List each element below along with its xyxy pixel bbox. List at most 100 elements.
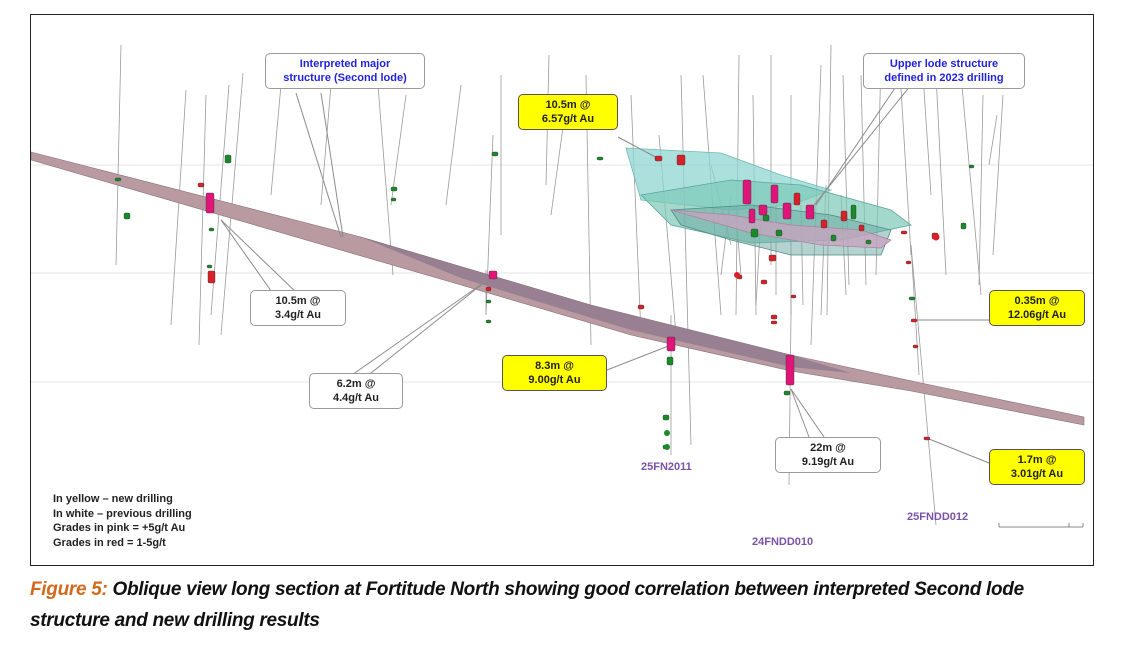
grade-intercept [488,270,498,280]
callout-line: structure (Second lode) [283,72,407,84]
callout-0-35m-12-06: 0.35m @ 12.06g/t Au [989,290,1085,326]
grade-intercept [208,227,215,232]
grade-intercept [840,210,848,222]
drill-trace [988,114,998,166]
grade-intercept [775,229,783,237]
grade-intercept [770,314,778,320]
grade-intercept [485,319,492,324]
grade-intercept [785,354,795,386]
grade-intercept [820,219,828,229]
grade-intercept [910,318,918,323]
grade-intercepts [114,151,975,450]
callout-1-7m-3-01: 1.7m @ 3.01g/t Au [989,449,1085,485]
grade-intercept [768,254,777,262]
legend: In yellow – new drilling In white – prev… [53,492,192,550]
callout-line: Upper lode structure [889,58,999,70]
grade-intercept [912,344,919,349]
grade-intercept [114,177,122,182]
grade-intercept [968,164,975,169]
callout-line: 8.3m @ [535,360,574,372]
grade-intercept [762,214,770,222]
callout-line: 6.57g/t Au [541,113,595,125]
grade-intercept-dot [932,233,940,241]
grade-intercept [850,204,857,220]
grade-intercept [770,184,779,204]
grade-intercept [666,336,676,352]
section-scene [31,44,1093,528]
callout-22m-9-19: 22m @ 9.19g/t Au [775,437,881,473]
drill-trace [935,74,947,276]
drill-trace [170,89,187,326]
drill-trace [910,244,920,376]
drill-trace [445,84,462,206]
drill-trace [270,84,282,196]
grade-intercept [207,270,216,284]
grade-intercept [790,294,797,299]
legend-new-drilling: In yellow – new drilling [53,493,173,505]
callout-line: 3.4g/t Au [274,309,322,321]
grade-intercept [865,239,872,245]
drill-trace [630,94,642,336]
callout-line: defined in 2023 drilling [884,72,1004,84]
grade-intercept [197,182,205,188]
grade-intercept [485,286,492,292]
grade-intercept [908,296,916,301]
callout-line: 10.5m @ [275,295,321,307]
grade-intercept [637,304,645,310]
grade-intercept [676,154,686,166]
caption-prefix: Figure 5: [30,579,108,600]
grade-intercept [205,192,215,214]
callout-line: 6.2m @ [336,378,376,390]
drill-trace [320,84,332,206]
grade-intercept [760,279,768,285]
grade-intercept [390,186,398,192]
scale-bar [998,523,1084,528]
grade-intercept [782,202,792,220]
drill-trace [198,94,207,346]
grade-intercept [666,356,674,366]
grade-intercept [858,224,865,232]
grade-intercept-dot [664,444,670,450]
grade-intercept [485,299,492,304]
grade-intercept [805,204,815,220]
drill-trace [826,44,832,316]
hole-label-25fndd012: 25FNDD012 [907,511,969,523]
grade-intercept [830,234,837,242]
figure-caption: Figure 5: Oblique view long section at F… [30,574,1100,636]
callout-upper-lode: Upper lode structure defined in 2023 dri… [863,53,1025,89]
second-lode-band-shadow [361,237,851,373]
grade-intercept [900,230,908,235]
callout-10-5m-6-57: 10.5m @ 6.57g/t Au [518,94,618,130]
drill-trace [992,94,1004,256]
second-lode-structure [31,151,1085,426]
callout-interpreted-structure: Interpreted major structure (Second lode… [265,53,425,89]
legend-previous-drilling: In white – previous drilling [53,507,192,520]
grade-intercept [750,228,759,238]
grade-intercept [206,264,213,269]
drill-trace [375,59,394,276]
callout-8-3m-9-00: 8.3m @ 9.00g/t Au [502,355,607,391]
drill-trace [960,74,982,296]
legend-pink-grade: Grades in pink = +5g/t Au [53,522,186,534]
upper-lode-planes [625,147,912,256]
drill-trace [390,94,407,206]
hole-label-24fndd010: 24FNDD010 [752,536,814,548]
grade-intercept-dot [664,430,670,436]
grade-intercept [654,155,663,162]
callout-line: 10.5m @ [545,99,591,111]
drill-trace [680,74,692,446]
grade-intercept [662,414,670,421]
grade-intercept-dot [734,272,740,278]
grade-intercept [224,154,232,164]
callout-line: Interpreted major [299,58,391,70]
legend-red-grade: Grades in red = 1-5g/t [53,536,166,549]
grade-intercept [596,156,604,161]
grade-intercept [390,197,397,202]
callout-10-5m-3-4: 10.5m @ 3.4g/t Au [250,290,346,326]
callout-line: 12.06g/t Au [1007,309,1067,321]
callout-leaders [220,84,990,464]
grade-intercept [783,390,791,396]
grade-intercept [758,204,768,216]
grade-intercept [123,212,131,220]
callout-line: 0.35m @ [1014,295,1060,307]
